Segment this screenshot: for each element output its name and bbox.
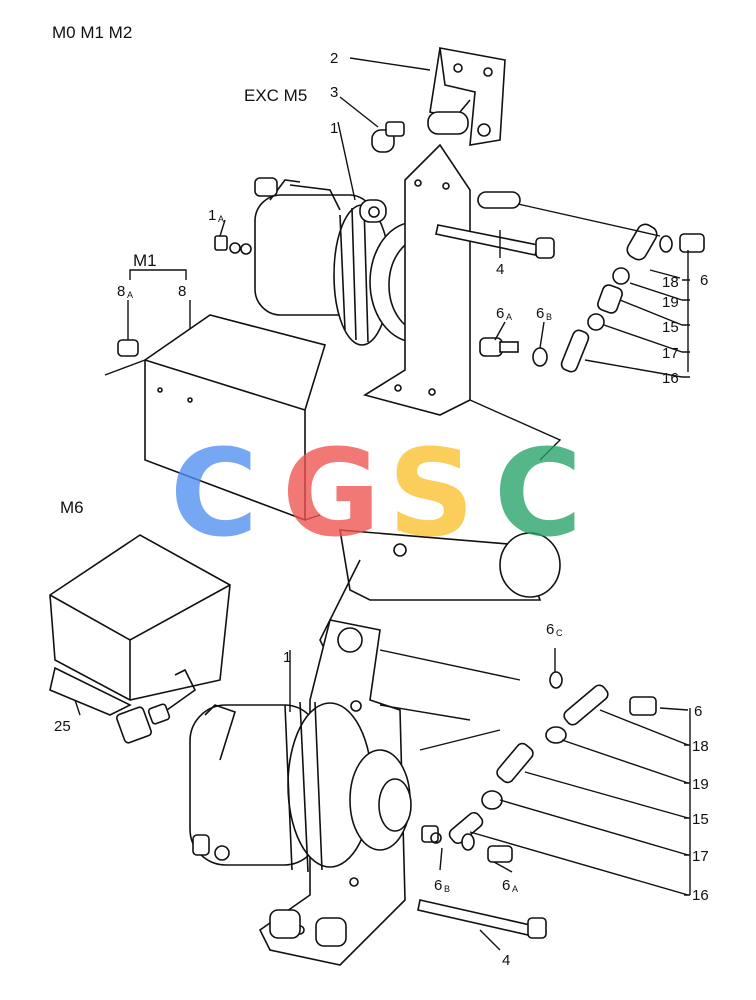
variant-header: M0 M1 M2 [52,23,132,42]
callout-15-top: 15 [662,319,679,336]
callout-8a-sub: A [127,290,133,300]
watermark-letter-1: C [170,425,258,564]
callout-1a-sub: A [218,214,224,224]
callout-19-bottom: 19 [692,776,709,793]
callout-1-top: 1 [330,120,338,137]
watermark-letter-3: S [388,425,474,564]
top-mounting-plate [363,143,521,416]
cgsc-watermark: C G S C [170,425,582,564]
exclusion-note: EXC M5 [244,86,307,105]
callout-16-bottom: 16 [692,887,709,904]
callout-6a-top-sub: A [506,312,512,322]
fitting-8a [117,339,139,357]
callout-19-top: 19 [662,294,679,311]
callout-18-top: 18 [662,274,679,291]
callout-6c-sub: C [556,628,563,638]
long-bolt-4-top [435,224,555,259]
cover-8 [144,314,327,522]
callout-6-bottom: 6 [694,703,702,720]
bolt-6a-shank [499,341,519,353]
watermark-letter-4: C [494,425,582,564]
callout-15-bottom: 15 [692,811,709,828]
callout-6-top: 6 [700,272,708,289]
callout-6a-bottom: 6 [502,877,510,894]
callout-4-top: 4 [496,261,504,278]
group-label-m6: M6 [60,498,84,517]
long-bolt-4-bottom [417,899,547,939]
callout-6c: 6 [546,621,554,638]
tension-hardware-bottom [421,671,657,863]
callout-25: 25 [54,718,71,735]
callout-6b-bottom-sub: B [444,884,450,894]
top-assembly [104,47,705,522]
callout-8a: 8 [117,283,125,300]
callout-4-bottom: 4 [502,952,510,969]
callout-1a: 1 [208,207,216,224]
callout-17-bottom: 17 [692,848,709,865]
callout-17-top: 17 [662,345,679,362]
callout-1-bottom: 1 [283,649,291,666]
regulator-m6 [49,534,231,744]
callout-8: 8 [178,283,186,300]
washer-6b-top [532,347,548,367]
bottom-assembly [49,529,691,966]
alternator-bottom [189,701,412,947]
callout-2: 2 [330,50,338,67]
callout-6b-top-sub: B [546,312,552,322]
bolt-3 [371,121,405,153]
callout-6b-bottom: 6 [434,877,442,894]
callout-6a-bottom-sub: A [512,884,518,894]
watermark-letter-2: G [282,425,381,564]
bolt-6a-top [479,337,503,357]
callout-16-top: 16 [662,370,679,387]
callout-labels: 2 3 1 1 A 8 A 8 4 6 A 6 B 18 6 19 15 17 … [54,50,709,969]
engine-mount-housing [319,529,561,662]
callout-3: 3 [330,84,338,101]
tension-hardware-top [560,223,705,373]
callout-6b-top: 6 [536,305,544,322]
group-label-m1: M1 [133,251,157,270]
callout-6a-top: 6 [496,305,504,322]
upper-mounting-bracket [427,47,506,146]
callout-18-bottom: 18 [692,738,709,755]
